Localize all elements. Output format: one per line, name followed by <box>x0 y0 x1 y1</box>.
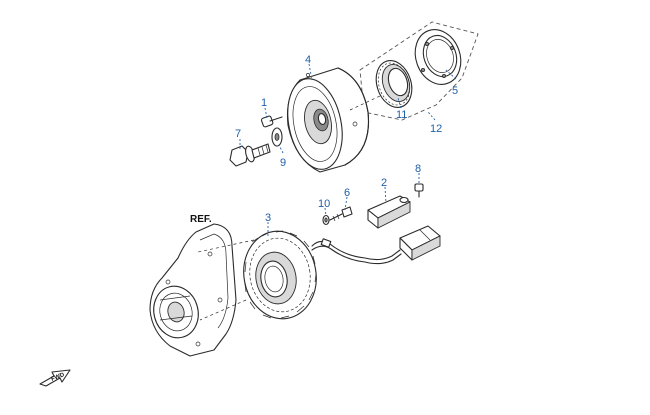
callout-numbers: 1 2 3 4 5 6 7 8 9 10 11 12 <box>235 54 458 224</box>
part-5-clutch-ring <box>414 29 462 85</box>
callout-3: 3 <box>265 212 271 224</box>
callout-7: 7 <box>235 128 241 140</box>
callout-12: 12 <box>430 123 442 135</box>
wiring-harness <box>311 238 402 265</box>
part-2-pulser-coil <box>367 195 411 229</box>
callout-10: 10 <box>318 198 330 210</box>
ref-engine-cover <box>149 223 237 357</box>
callout-1: 1 <box>261 97 267 109</box>
fwd-arrow-icon: FWD <box>39 369 71 387</box>
fwd-label: FWD <box>51 372 67 383</box>
part-4-flywheel-rotor <box>286 67 370 173</box>
callout-11: 11 <box>396 109 407 121</box>
ref-label: REF. <box>190 214 212 225</box>
callout-5: 5 <box>452 85 458 97</box>
part-3-stator <box>243 230 317 320</box>
callout-2: 2 <box>381 177 387 189</box>
assembly-axes <box>197 95 381 321</box>
part-9-washer <box>271 127 283 147</box>
part-8-screw <box>414 183 424 198</box>
part-6-bolt <box>329 206 353 222</box>
harness-connector <box>399 225 441 261</box>
part-7-flange-bolt <box>229 143 271 167</box>
assembly-12-boundary <box>359 21 479 121</box>
part-10-spring-washer <box>322 214 330 226</box>
callout-leaders <box>239 63 457 238</box>
part-1-bolt <box>260 115 283 128</box>
part-11-clutch-bearing <box>375 60 413 108</box>
callout-8: 8 <box>415 163 421 175</box>
callout-9: 9 <box>280 157 286 169</box>
callout-4: 4 <box>305 54 311 66</box>
callout-6: 6 <box>344 187 350 199</box>
